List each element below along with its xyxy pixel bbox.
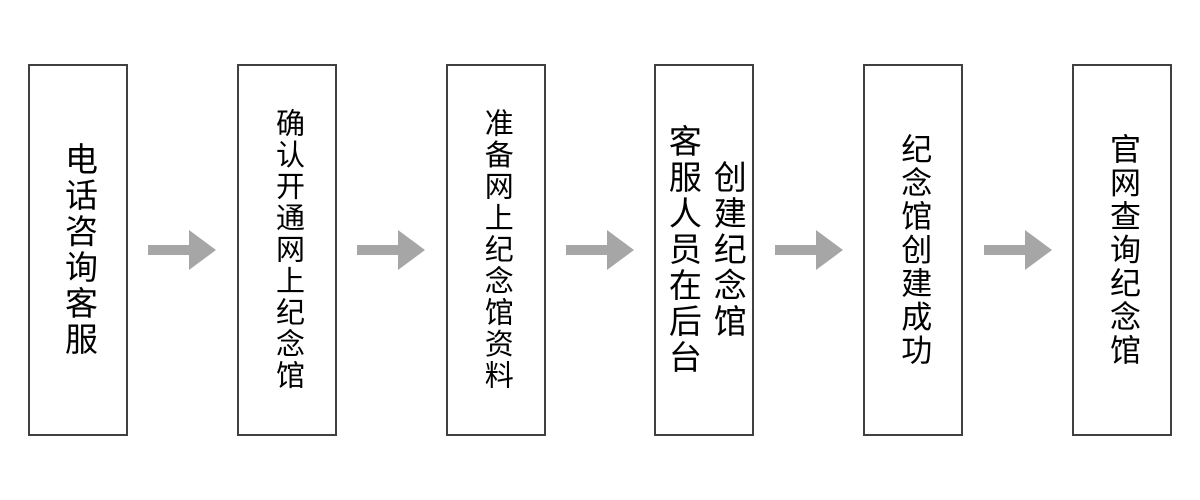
flow-step-3-label: 准备网上纪念馆资料 bbox=[476, 108, 515, 392]
right-arrow-shape bbox=[357, 230, 426, 270]
right-arrow-icon bbox=[774, 230, 843, 270]
flow-arrow-5 bbox=[983, 230, 1052, 270]
flow-step-3: 准备网上纪念馆资料 bbox=[445, 64, 546, 436]
right-arrow-icon bbox=[565, 230, 634, 270]
flow-step-6-label: 官网查询纪念馆 bbox=[1101, 133, 1143, 368]
flow-step-4: 客服人员在后台 创建纪念馆 bbox=[654, 64, 755, 436]
flow-step-4-label: 客服人员在后台 创建纪念馆 bbox=[659, 124, 749, 376]
flow-step-1: 电话咨询客服 bbox=[28, 64, 128, 436]
flow-arrow-3 bbox=[565, 230, 634, 270]
flow-step-6-line-1: 官网查询纪念馆 bbox=[1104, 132, 1140, 368]
flow-arrow-2 bbox=[357, 230, 426, 270]
flow-step-2: 确认开通网上纪念馆 bbox=[236, 64, 337, 436]
right-arrow-shape bbox=[983, 230, 1052, 270]
flow-step-1-line-1: 电话咨询客服 bbox=[60, 142, 98, 358]
right-arrow-icon bbox=[148, 230, 217, 270]
flow-step-4-line-1: 客服人员在后台 bbox=[664, 124, 702, 376]
flow-arrow-1 bbox=[148, 230, 217, 270]
flow-step-5-line-1: 纪念馆创建成功 bbox=[896, 132, 932, 368]
right-arrow-icon bbox=[357, 230, 426, 270]
flow-step-5: 纪念馆创建成功 bbox=[863, 64, 964, 436]
right-arrow-shape bbox=[148, 230, 217, 270]
flow-step-2-label: 确认开通网上纪念馆 bbox=[267, 108, 306, 392]
right-arrow-icon bbox=[983, 230, 1052, 270]
flow-step-3-line-1: 准备网上纪念馆资料 bbox=[480, 108, 513, 392]
flow-arrow-4 bbox=[774, 230, 843, 270]
flow-step-5-label: 纪念馆创建成功 bbox=[892, 133, 934, 368]
right-arrow-shape bbox=[774, 230, 843, 270]
flow-step-2-line-1: 确认开通网上纪念馆 bbox=[271, 108, 304, 392]
flow-step-6: 官网查询纪念馆 bbox=[1071, 64, 1172, 436]
flow-step-4-line-2: 创建纪念馆 bbox=[709, 160, 747, 340]
right-arrow-shape bbox=[565, 230, 634, 270]
flow-step-1-label: 电话咨询客服 bbox=[56, 142, 101, 358]
